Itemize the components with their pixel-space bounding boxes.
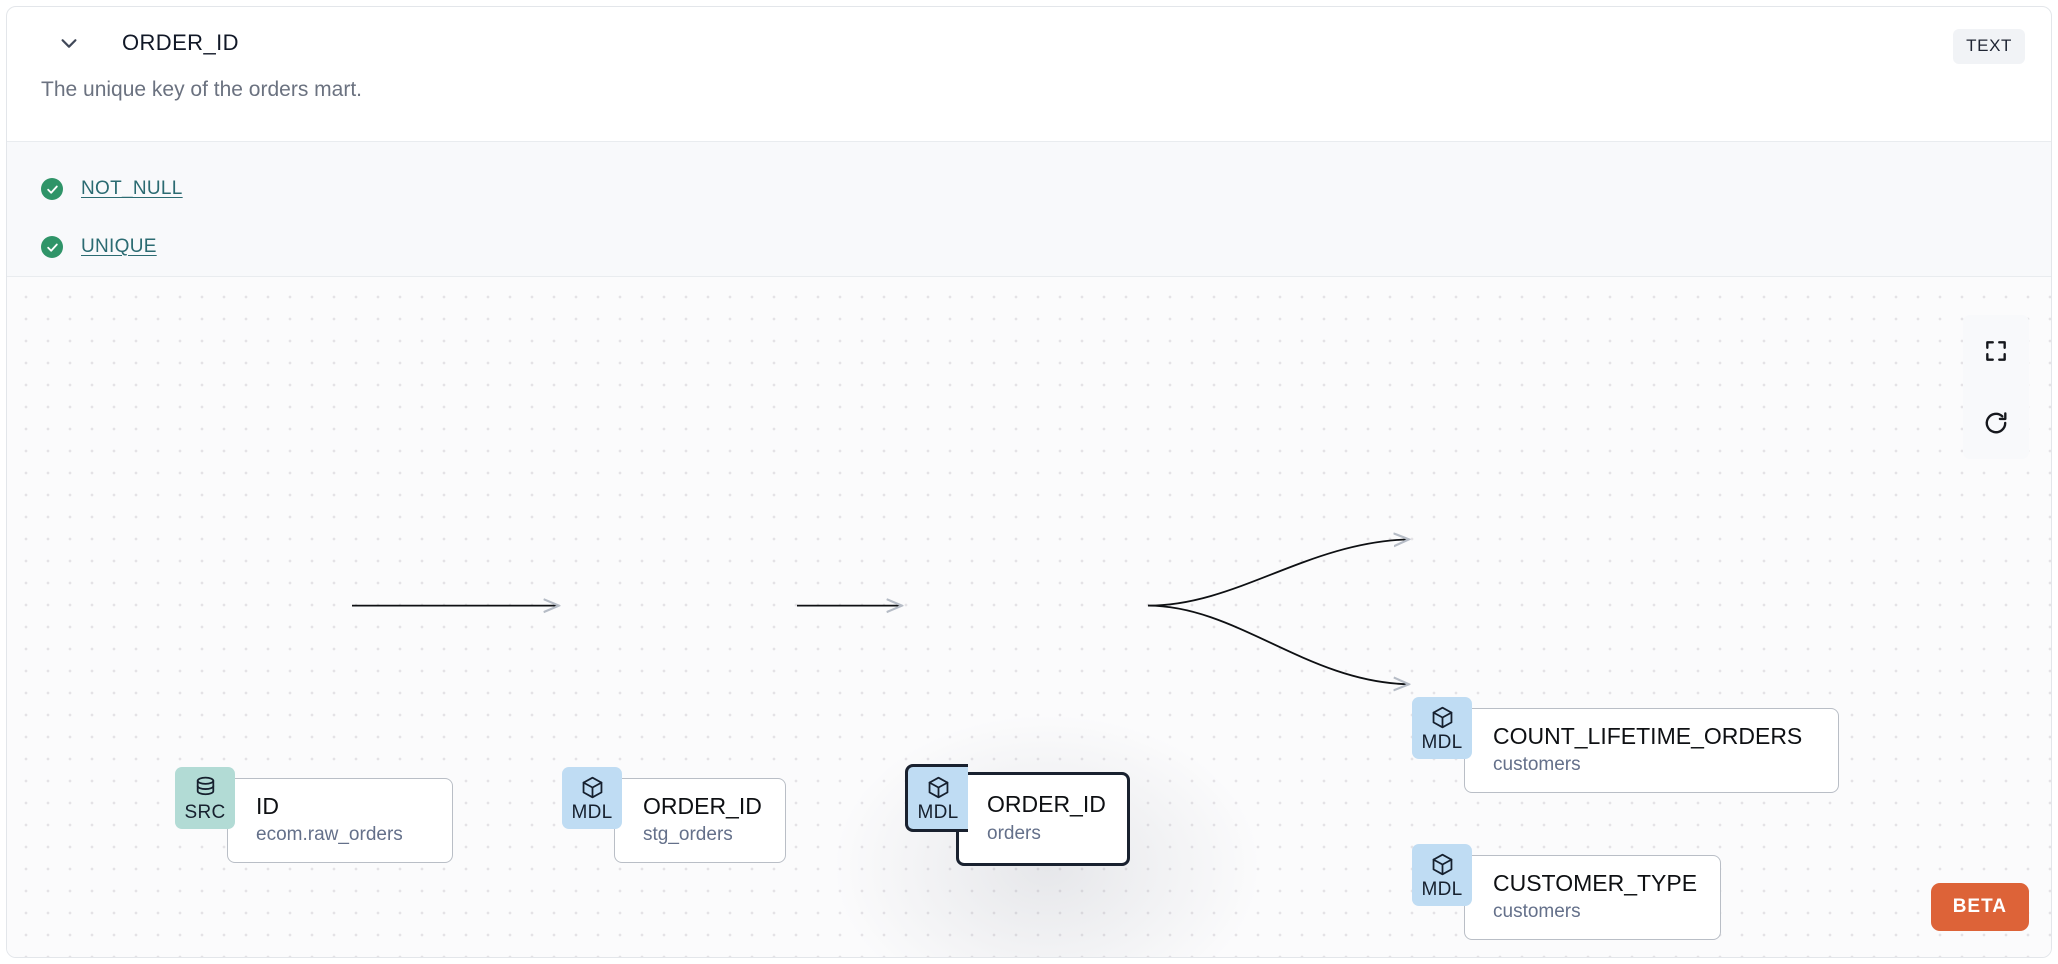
mdl-badge: MDL [1412, 697, 1472, 759]
mdl-badge-label: MDL [1421, 878, 1463, 900]
test-link-not-null[interactable]: NOT_NULL [81, 178, 183, 199]
node-sub: stg_orders [643, 824, 733, 846]
node-sub: orders [987, 822, 1041, 844]
node-body: COUNT_LIFETIME_ORDERS customers [1464, 708, 1839, 794]
card-header: ORDER_ID TEXT [7, 7, 2051, 79]
lineage-canvas[interactable]: SRC ID ecom.raw_orders MDL ORDER_ID stg_… [7, 277, 2051, 957]
fullscreen-icon[interactable] [1963, 315, 2029, 387]
node-body: CUSTOMER_TYPE customers [1464, 855, 1721, 941]
mdl-badge-label: MDL [571, 801, 613, 823]
beta-badge[interactable]: BETA [1930, 883, 2029, 931]
mdl-badge: MDL [562, 767, 622, 829]
column-description: The unique key of the orders mart. [41, 78, 362, 101]
mdl-badge-label: MDL [1421, 731, 1463, 753]
chevron-down-icon[interactable] [56, 30, 82, 56]
mdl-badge: MDL [905, 764, 968, 832]
test-row: NOT_NULL [41, 160, 2027, 218]
src-badge: SRC [175, 767, 235, 829]
check-circle-icon [41, 178, 63, 200]
node-body: ORDER_ID stg_orders [614, 778, 786, 864]
node-name: ORDER_ID [643, 793, 762, 819]
check-circle-icon [41, 236, 63, 258]
src-badge-label: SRC [184, 801, 226, 823]
node-name: CUSTOMER_TYPE [1493, 870, 1698, 896]
test-row: UNIQUE [41, 218, 2027, 276]
node-name: COUNT_LIFETIME_ORDERS [1493, 723, 1803, 749]
mdl-badge: MDL [1412, 844, 1472, 906]
node-body: ORDER_ID orders [956, 772, 1130, 866]
node-name: ID [256, 793, 279, 819]
tests-section: NOT_NULL UNIQUE [7, 141, 2051, 277]
mdl-badge-label: MDL [917, 801, 959, 823]
node-name: ORDER_ID [987, 791, 1106, 818]
node-sub: customers [1493, 754, 1581, 776]
canvas-controls [1963, 315, 2029, 459]
refresh-icon[interactable] [1963, 387, 2029, 459]
column-detail-card: ORDER_ID TEXT The unique key of the orde… [6, 6, 2052, 958]
data-type-badge: TEXT [1953, 29, 2025, 64]
test-link-unique[interactable]: UNIQUE [81, 236, 157, 257]
page-title: ORDER_ID [122, 30, 239, 55]
node-sub: ecom.raw_orders [256, 824, 403, 846]
node-sub: customers [1493, 901, 1581, 923]
node-body: ID ecom.raw_orders [227, 778, 453, 864]
